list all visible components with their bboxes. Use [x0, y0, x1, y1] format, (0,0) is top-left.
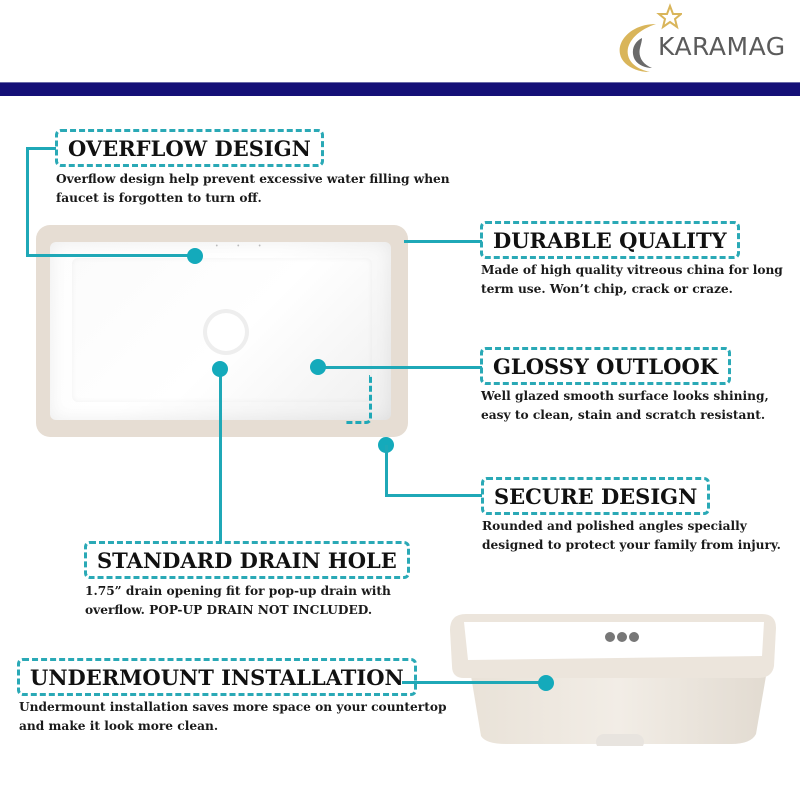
feature-title-text: OVERFLOW DESIGN	[68, 135, 311, 161]
overflow-marker-dot	[187, 248, 203, 264]
feature-title-durable-quality: DURABLE QUALITY	[480, 221, 740, 259]
feature-title-text: DURABLE QUALITY	[493, 227, 727, 253]
feature-desc-secure-design: Rounded and polished angles specially de…	[482, 519, 781, 552]
star-swoosh-icon	[619, 3, 682, 72]
feature-title-text: SECURE DESIGN	[494, 483, 698, 509]
feature-desc-standard-drain-hole: 1.75” drain opening fit for pop-up drain…	[85, 584, 391, 617]
brand-logo: KARAMAG	[612, 2, 800, 77]
durable-connector	[404, 240, 482, 243]
overflow-holes-icon: • • •	[215, 243, 270, 250]
feature-title-text: STANDARD DRAIN HOLE	[97, 547, 397, 573]
overflow-connector-vertical	[26, 147, 29, 256]
drain-marker-dot	[212, 361, 228, 377]
feature-desc-undermount-installation: Undermount installation saves more space…	[19, 700, 447, 733]
sink-side-view	[450, 614, 776, 746]
feature-title-glossy-outlook: GLOSSY OUTLOOK	[480, 347, 732, 385]
feature-desc-overflow-design: Overflow design help prevent excessive w…	[56, 172, 450, 205]
feature-title-secure-design: SECURE DESIGN	[481, 477, 711, 515]
undermount-marker-dot	[538, 675, 554, 691]
feature-title-undermount-installation: UNDERMOUNT INSTALLATION	[17, 658, 417, 696]
undermount-connector	[402, 681, 542, 684]
feature-desc-glossy-outlook: Well glazed smooth surface looks shining…	[481, 389, 769, 422]
overflow-connector-bottom	[26, 254, 196, 257]
rounded-corner-highlight	[346, 375, 372, 424]
secure-connector-horizontal	[385, 494, 482, 497]
glossy-connector	[318, 366, 482, 369]
brand-name: KARAMAG	[658, 32, 786, 61]
secure-connector-vertical	[385, 445, 388, 497]
feature-title-overflow-design: OVERFLOW DESIGN	[55, 129, 324, 167]
header-bar	[0, 82, 800, 96]
glossy-marker-dot	[310, 359, 326, 375]
feature-title-text: GLOSSY OUTLOOK	[493, 353, 719, 379]
drain-connector	[219, 369, 222, 543]
feature-title-standard-drain-hole: STANDARD DRAIN HOLE	[84, 541, 410, 579]
feature-desc-durable-quality: Made of high quality vitreous china for …	[481, 263, 783, 296]
feature-title-text: UNDERMOUNT INSTALLATION	[30, 664, 404, 690]
drain-hole	[207, 313, 245, 351]
overflow-connector-top	[26, 147, 56, 150]
